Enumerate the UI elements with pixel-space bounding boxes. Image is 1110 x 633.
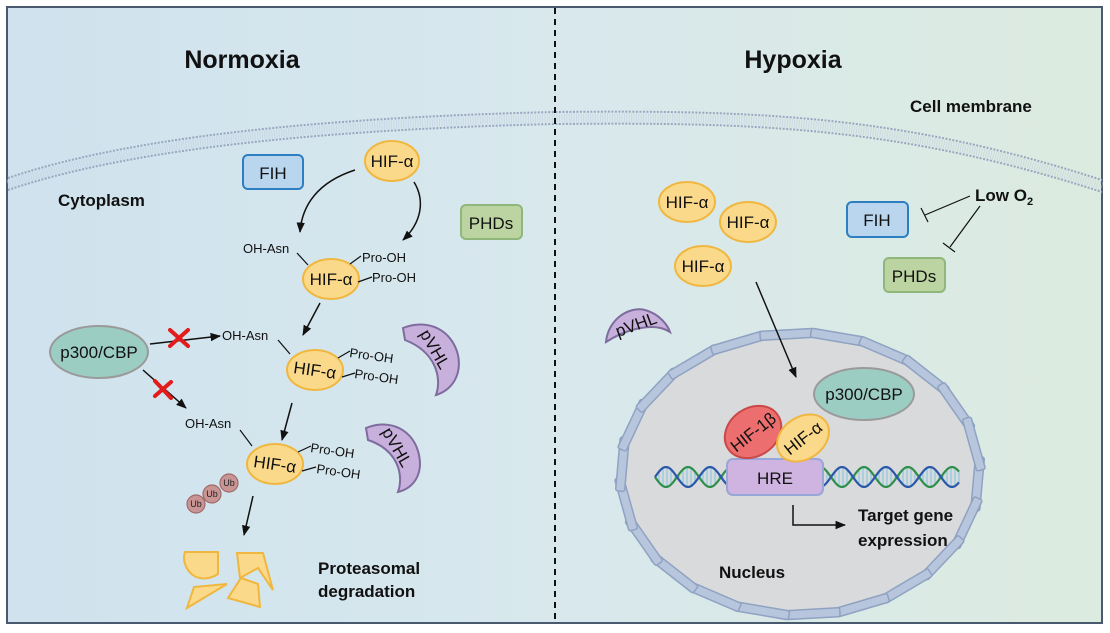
hif-alpha-ubiquitinated: OH-Asn HIF-α Pro-OH Pro-OH pVHL Ub Ub Ub bbox=[185, 416, 421, 514]
hif-alpha-hydroxylated: HIF-α OH-Asn Pro-OH Pro-OH bbox=[243, 241, 416, 300]
hif-alpha-stabilized: HIF-α bbox=[674, 245, 732, 287]
hif-alpha-stabilized: HIF-α bbox=[658, 181, 716, 223]
nuclear-envelope bbox=[614, 327, 986, 621]
hif-alpha-stabilized: HIF-α bbox=[719, 201, 777, 243]
pro-oh-label: Pro-OH bbox=[372, 270, 416, 285]
svg-text:HIF-α: HIF-α bbox=[310, 270, 353, 289]
svg-text:Ub: Ub bbox=[223, 478, 235, 488]
svg-text:HIF-α: HIF-α bbox=[666, 193, 709, 212]
transcription-arrow bbox=[792, 505, 847, 530]
svg-text:Ub: Ub bbox=[190, 499, 202, 509]
hif-alpha-bound: HIF-α bbox=[776, 413, 830, 463]
oh-asn-label: OH-Asn bbox=[185, 416, 231, 431]
oh-asn-label: OH-Asn bbox=[222, 328, 268, 343]
p300-cbp: p300/CBP bbox=[49, 325, 149, 379]
svg-text:Pro-OH: Pro-OH bbox=[354, 366, 400, 387]
oh-asn-label: OH-Asn bbox=[243, 241, 289, 256]
svg-text:p300/CBP: p300/CBP bbox=[60, 343, 138, 362]
target-gene-expression-label: expression bbox=[858, 531, 948, 550]
cytoplasm-label: Cytoplasm bbox=[58, 191, 145, 210]
svg-text:Pro-OH: Pro-OH bbox=[316, 461, 362, 482]
nucleus-label: Nucleus bbox=[719, 563, 785, 582]
inhibition-line bbox=[920, 195, 971, 223]
fih-enzyme: FIH bbox=[846, 201, 909, 238]
svg-text:Pro-OH: Pro-OH bbox=[349, 345, 395, 366]
svg-text:HRE: HRE bbox=[757, 469, 793, 488]
normoxia-panel: Normoxia Cytoplasm FIH PHDs HIF-α HIF-α … bbox=[49, 46, 523, 611]
inhibition-line bbox=[942, 205, 981, 253]
normoxia-title: Normoxia bbox=[184, 46, 300, 74]
svg-text:Pro-OH: Pro-OH bbox=[310, 440, 356, 461]
fih-enzyme: FIH bbox=[242, 154, 304, 190]
hif-1beta: HIF-1β bbox=[723, 404, 783, 460]
proteasomal-degradation-label: degradation bbox=[318, 582, 415, 601]
ubiquitination-arrow bbox=[280, 402, 293, 442]
pro-oh-label: Pro-OH bbox=[362, 250, 406, 265]
proteasomal-degradation-label: Proteasomal bbox=[318, 559, 420, 578]
nuclear-envelope-segment bbox=[962, 416, 986, 472]
phds-enzyme: PHDs bbox=[460, 204, 523, 240]
svg-text:FIH: FIH bbox=[863, 211, 890, 230]
phd-hydroxylation-arrow bbox=[402, 181, 422, 241]
svg-text:HIF-α: HIF-α bbox=[371, 152, 414, 171]
p300-cbp: p300/CBP bbox=[813, 367, 915, 421]
blocked-binding-arrow bbox=[149, 332, 222, 345]
nuclear-translocation-arrow bbox=[755, 281, 797, 378]
svg-text:p300/CBP: p300/CBP bbox=[825, 385, 903, 404]
hif-alpha-pvhl-complex: OH-Asn HIF-α Pro-OH Pro-OH pVHL bbox=[222, 323, 460, 397]
low-oxygen-label: Low O2 bbox=[975, 186, 1033, 208]
hypoxia-panel: Hypoxia Cell membrane Low O2 FIH PHDs HI… bbox=[604, 46, 1033, 621]
cell-membrane-label: Cell membrane bbox=[910, 97, 1032, 116]
target-gene-expression-label: Target gene bbox=[858, 506, 953, 525]
hre-element: HRE bbox=[726, 458, 824, 496]
hif-alpha-free: HIF-α bbox=[364, 140, 420, 182]
svg-text:PHDs: PHDs bbox=[892, 267, 936, 286]
svg-text:HIF-α: HIF-α bbox=[682, 257, 725, 276]
svg-text:FIH: FIH bbox=[259, 164, 286, 183]
fih-hydroxylation-arrow bbox=[296, 169, 356, 234]
ubiquitin-chain: Ub Ub Ub bbox=[186, 473, 239, 514]
pvhl-binding-arrow bbox=[302, 302, 321, 336]
svg-text:PHDs: PHDs bbox=[469, 214, 513, 233]
phds-enzyme: PHDs bbox=[883, 257, 946, 293]
inhibition-x-mark bbox=[168, 328, 190, 348]
inhibition-x-mark bbox=[153, 379, 173, 400]
proteasomal-fragments bbox=[183, 551, 274, 611]
svg-text:HIF-α: HIF-α bbox=[727, 213, 770, 232]
svg-text:Ub: Ub bbox=[206, 489, 218, 499]
degradation-arrow bbox=[242, 495, 254, 537]
hypoxia-title: Hypoxia bbox=[744, 46, 842, 74]
